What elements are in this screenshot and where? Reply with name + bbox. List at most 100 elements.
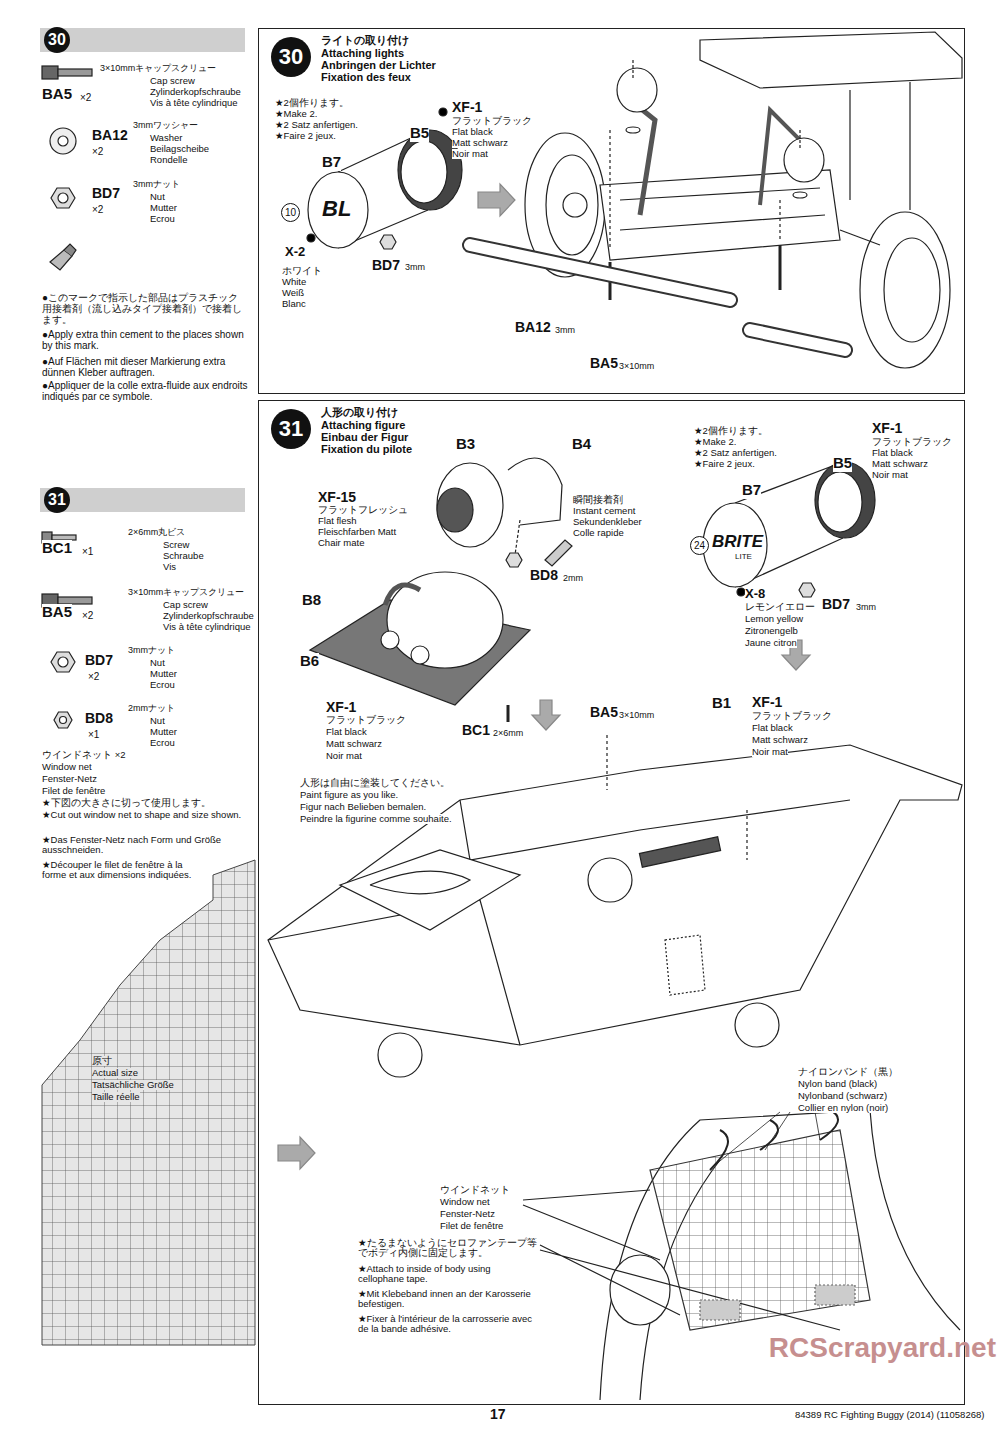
note-text: ×2 [92,146,103,157]
part-code: B7 [322,154,341,171]
note-text: ★Faire 2 jeux. [275,131,336,141]
note-text: 2×6mm丸ビス [128,528,185,538]
note-text: Weiß [282,288,304,298]
part-code: BA12 [515,320,551,335]
note-text: Cap screw [150,76,195,86]
parts-band: 31 [40,488,245,512]
note-text: ウインドネット [440,1185,510,1195]
note-text: 人形は自由に塗装してください。 [300,778,450,788]
note-text: Mutter [150,203,177,213]
step-title: Anbringen der Lichter [321,59,436,71]
note-text: Ecrou [150,738,175,748]
note-text: 2mm [563,574,583,584]
note-text: フラットブラック [326,715,406,725]
note-text: Actual size [92,1068,138,1078]
step-number: 30 [271,37,311,77]
note-text: Flat black [326,727,367,737]
note-text: ×2 [82,610,93,621]
note-text: Vis [163,562,176,572]
note-text: ★Make 2. [275,109,317,119]
note-text: ●このマークで指示した部品はプラスチック用接着剤（流し込みタイプ接着剤）で接着し… [42,292,247,325]
note-text: ★Make 2. [694,437,736,447]
part-code: B8 [302,592,321,609]
note-text: ×1 [88,729,99,740]
note-text: Fenster-Netz [42,774,97,784]
note-text: Collier en nylon (noir) [798,1103,888,1113]
step-number: 31 [271,409,311,449]
note-text: ホワイト [282,266,322,276]
note-text: Ecrou [150,680,175,690]
note-text: Washer [150,133,182,143]
note-text: Vis à tête cylindrique [150,98,238,108]
note-text: ★下図の大きさに切って使用します。 [42,798,252,808]
part-code: B3 [456,436,475,453]
note-text: LITE [735,553,752,562]
note-text: Peindre la figurine comme souhaite. [300,814,452,824]
note-text: Taille réelle [92,1092,140,1102]
note-text: Filet de fenêtre [42,786,105,796]
note-text: Flat flesh [318,516,357,526]
note-text: Beilagscheibe [150,144,209,154]
part-code: B1 [712,695,731,712]
note-text: 3×10mm [619,711,654,721]
note-text: Mutter [150,727,177,737]
part-code: XF-1 [452,100,482,115]
note-text: ★Cut out window net to shape and size sh… [42,810,254,820]
note-text: Mutter [150,669,177,679]
part-code: 17 [490,1407,506,1422]
note-text: Matt schwarz [752,735,808,745]
note-text: 3mm [856,603,876,613]
note-text: Nylon band (black) [798,1079,877,1089]
note-text: 2mmナット [128,704,175,714]
note-text: ●Apply extra thin cement to the places s… [42,329,252,351]
note-text: フラットブラック [452,116,532,126]
note-text: フラットフレッシュ [318,505,408,515]
step-title: Einbau der Figur [321,431,408,443]
note-text: Matt schwarz [326,739,382,749]
note-text: ナイロンバンド（黒） [798,1067,898,1077]
note-text: Zylinderkopfschraube [150,87,241,97]
part-code: X-2 [285,245,305,259]
note-text: 原寸 [92,1056,112,1066]
note-text: Fleischfarben Matt [318,527,396,537]
part-code: BD7 [92,186,120,201]
part-code: XF-1 [872,421,902,436]
note-text: Colle rapide [573,528,624,538]
note-text: Filet de fenêtre [440,1221,503,1231]
note-text: 3mmナット [128,646,175,656]
part-code: BC1 [462,723,490,738]
note-text: ★2個作ります。 [275,98,349,108]
note-text: ★2個作ります。 [694,426,768,436]
part-code: BA5 [590,705,618,720]
part-code: BA5 [42,86,72,103]
note-text: 2×6mm [493,729,523,739]
step-title: ライトの取り付け [321,35,409,47]
note-text: ★Faire 2 jeux. [694,459,755,469]
note-text: Tatsächliche Größe [92,1080,174,1090]
step-number: 31 [44,487,70,513]
note-text: Blanc [282,299,306,309]
note-text: Zylinderkopfschraube [163,611,254,621]
step-panel: 30ライトの取り付けAttaching lightsAnbringen der … [258,28,965,394]
note-text: Flat black [452,127,493,137]
note-text: Chair mate [318,538,364,548]
note-text: ★2 Satz anfertigen. [694,448,777,458]
note-text: 3mmワッシャー [133,121,198,131]
note-text: Cap screw [163,600,208,610]
note-text: 3mm [555,326,575,336]
note-text: ★Mit Klebeband innen an der Karosserie b… [358,1289,538,1310]
note-text: ★2 Satz anfertigen. [275,120,358,130]
note-text: Nut [150,716,165,726]
note-text: Screw [163,540,189,550]
note-text: Window net [42,762,92,772]
note-text: Rondelle [150,155,188,165]
note-text: ×2 [80,92,91,103]
note-text: ×2 [92,204,103,215]
note-text: フラットブラック [752,711,832,721]
note-text: フラットブラック [872,437,952,447]
part-code: BC1 [42,540,72,557]
note-text: Jaune citron [745,638,797,648]
note-text: Flat black [872,448,913,458]
note-text: Window net [440,1197,490,1207]
part-code: XF-1 [752,695,782,710]
